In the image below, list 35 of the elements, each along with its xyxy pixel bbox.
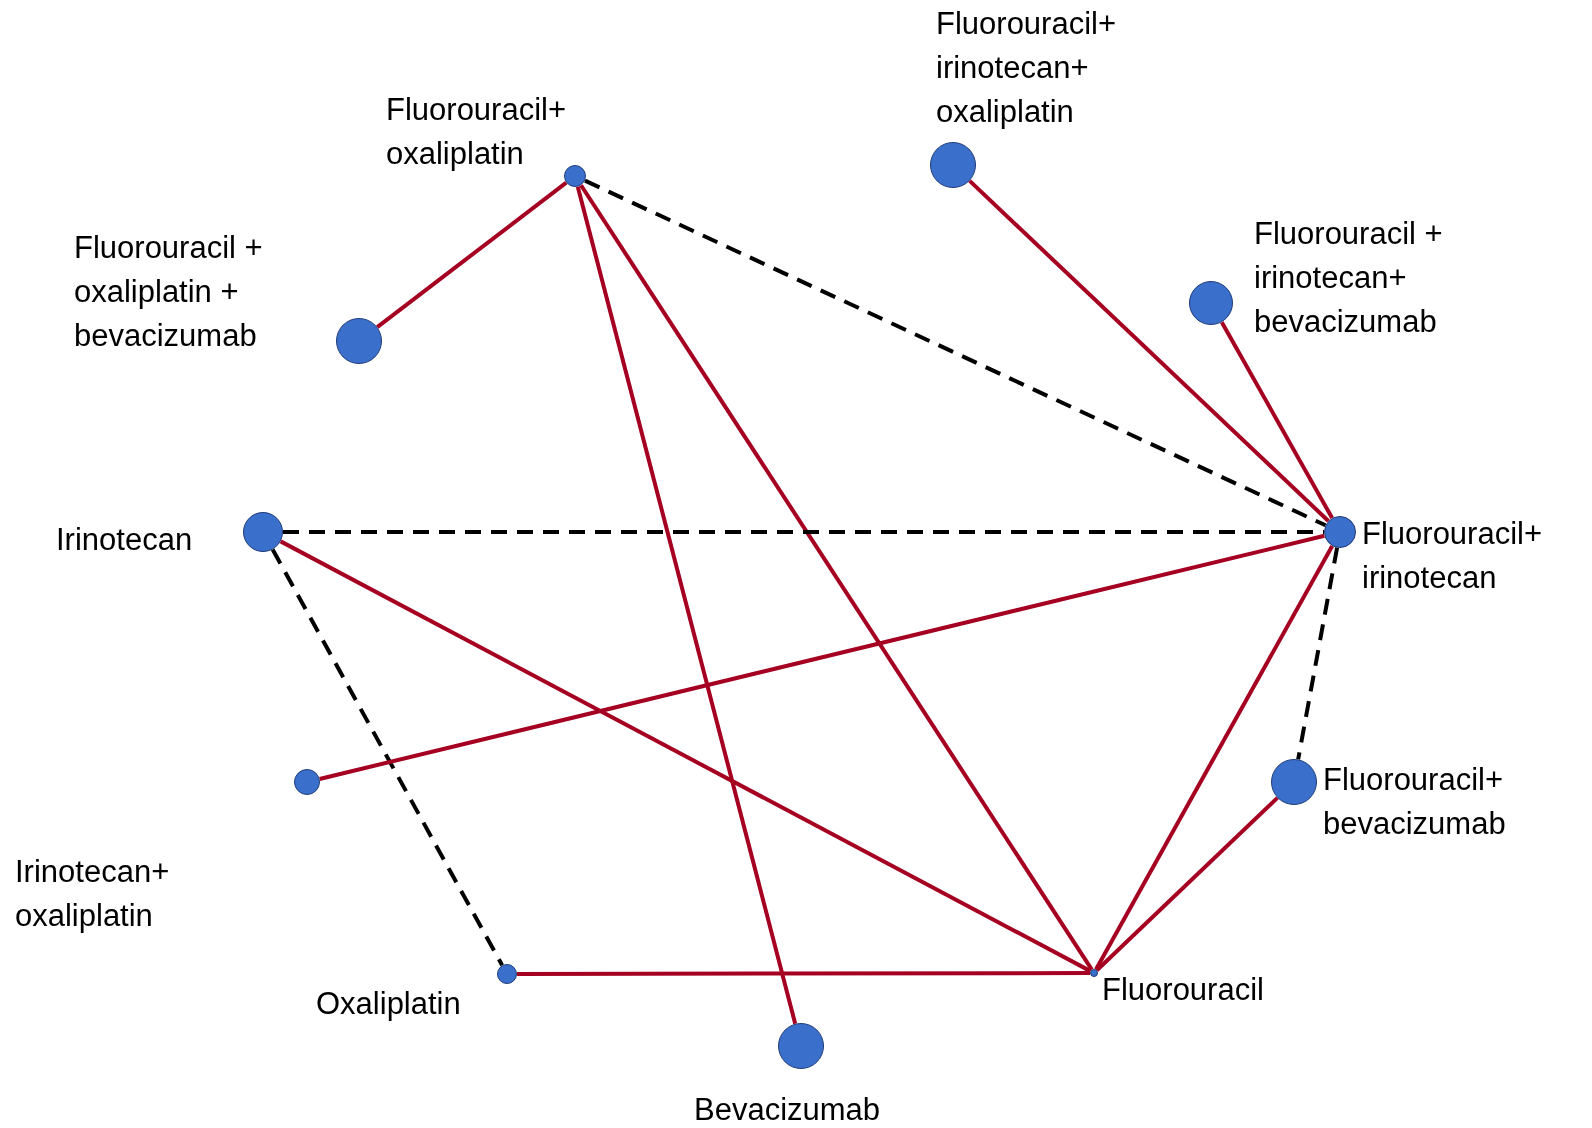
treatment-label: Bevacizumab [694,1091,882,1128]
treatment-label: Oxaliplatin [316,985,462,1023]
treatment-label: Irinotecan+ oxaliplatin [15,853,171,935]
treatment-node [243,512,283,552]
dashed-connector [584,178,1327,528]
dashed-connector [270,548,504,967]
treatment-node [778,1023,824,1069]
treatment-label: Fluorouracil [1102,971,1265,1009]
treatment-node [497,964,517,984]
treatment-node [1271,759,1317,805]
treatment-node [564,165,586,187]
connector-line [579,184,1094,971]
treatment-node [1090,969,1098,977]
treatment-label: Fluorouracil+ irinotecan [1362,515,1544,597]
connector-line [1095,796,1279,972]
treatment-label: Fluorouracil + irinotecan+ bevacizumab [1254,215,1444,341]
connector-line [279,539,1092,973]
treatment-node [930,142,976,188]
connector-line [376,181,568,329]
connector-line [575,186,798,1025]
treatment-node [1189,281,1233,325]
connector-line [319,533,1325,781]
connector-line [1220,321,1334,520]
treatment-label: Fluorouracil+ oxaliplatin [386,91,568,173]
treatment-label: Irinotecan [56,521,194,559]
treatment-label: Fluorouracil+ bevacizumab [1323,761,1507,843]
treatment-label: Fluorouracil+ irinotecan+ oxaliplatin [936,5,1118,131]
connector-line [1094,545,1334,971]
treatment-node [1324,516,1356,548]
treatment-node [294,769,320,795]
treatment-label: Fluorouracil + oxaliplatin + bevacizumab [74,229,264,355]
connector-line [968,179,1330,523]
dashed-connector [1296,547,1340,760]
treatment-node [336,318,382,364]
connector-line [517,971,1090,976]
